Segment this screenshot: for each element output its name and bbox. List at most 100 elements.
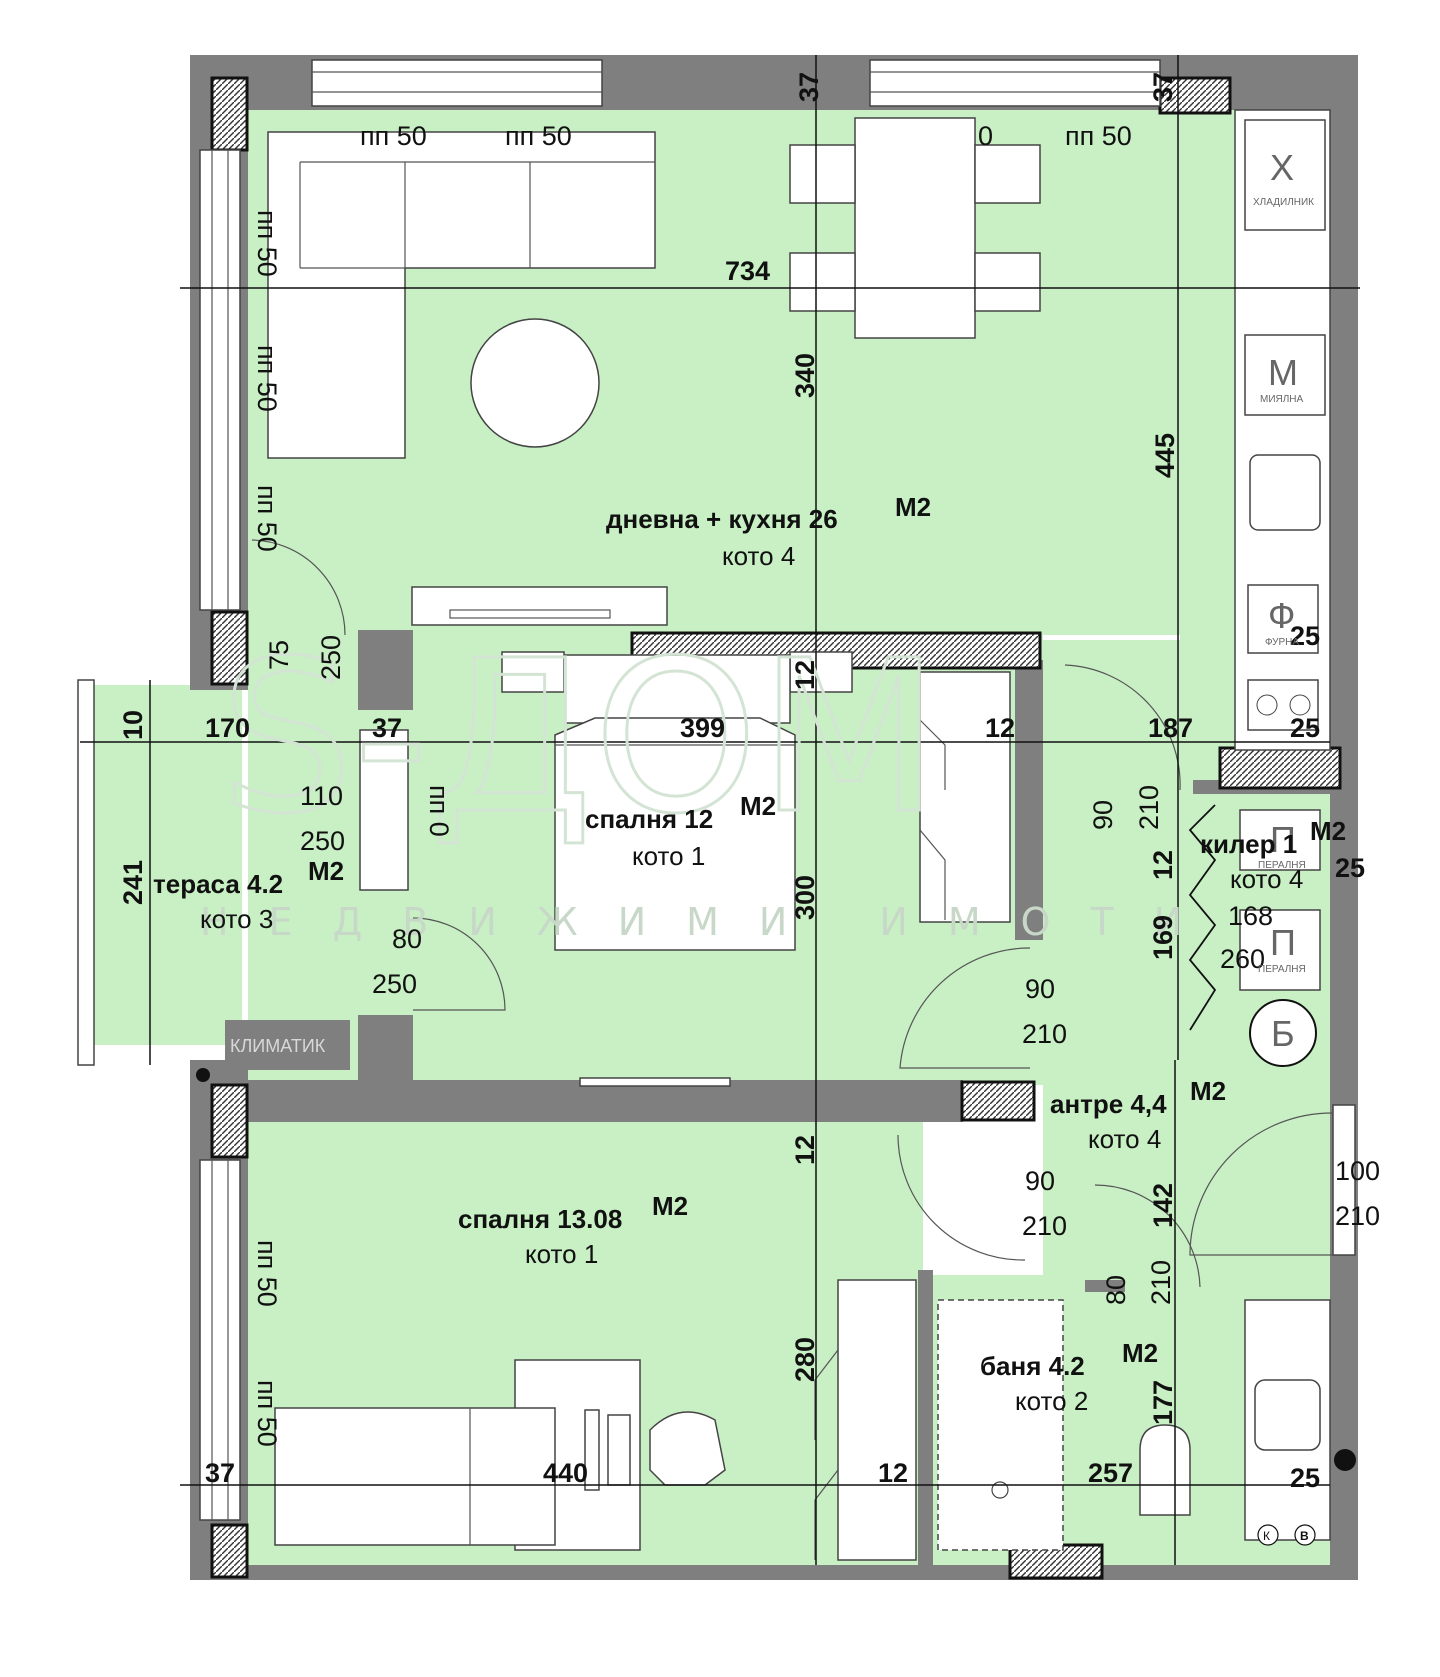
terrace-win-height: 250 <box>300 826 345 856</box>
kitchen-door-height: 210 <box>1134 785 1164 830</box>
column-mid-left <box>210 610 249 686</box>
wardrobe-1 <box>919 671 1011 923</box>
dining-table <box>854 117 976 339</box>
dim-wall-12-lower: 12 <box>790 1135 820 1165</box>
room-terrace-level: кото 3 <box>200 904 273 934</box>
room-pantry-name: килер 1 <box>1200 829 1297 859</box>
headboard <box>564 654 791 724</box>
room-bath-name: баня 4.2 <box>980 1351 1085 1381</box>
fridge-label: ХЛАДИЛНИК <box>1253 197 1314 208</box>
terrace-window <box>359 729 409 891</box>
floor-hall2 <box>1043 1080 1353 1280</box>
tap-k-label: К <box>1263 1529 1270 1543</box>
bath-door-width: 80 <box>1101 1275 1131 1305</box>
dryer-label: ПЕРАЛНЯ <box>1258 964 1306 975</box>
bedroom2-door-width: 90 <box>1025 1166 1055 1196</box>
wall-interior-3 <box>248 1080 963 1122</box>
dim-wall-mid-top: 12 <box>790 660 820 690</box>
washer-label: ПЕРАЛНЯ <box>1258 860 1306 871</box>
dishwasher-box <box>1244 334 1326 416</box>
terrace-win-width: 110 <box>300 781 343 811</box>
dryer-box <box>1239 909 1321 991</box>
tv-stand <box>411 586 668 626</box>
terrace-railing <box>77 679 95 1066</box>
washer-icon: П <box>1270 819 1296 860</box>
room-bedroom1-level: кото 1 <box>632 841 705 871</box>
column-shaft <box>1218 746 1342 790</box>
dim-hall-depth: 142 <box>1148 1183 1178 1228</box>
bed-2 <box>274 1407 556 1546</box>
room-bath-unit: M2 <box>1122 1338 1158 1368</box>
room-pantry-unit: M2 <box>1310 816 1346 846</box>
chair-1 <box>789 144 856 204</box>
dim-wall-25-c: 25 <box>1335 853 1365 883</box>
window-note-top-4: пп 50 <box>1065 121 1132 151</box>
furniture <box>196 109 1356 1561</box>
column-top-right <box>1158 76 1232 115</box>
chair-4 <box>974 252 1041 312</box>
dishwasher-icon: М <box>1268 352 1298 393</box>
dim-hall-width: 187 <box>1148 713 1193 743</box>
bedroom-door-height: 250 <box>372 969 417 999</box>
door-terrace <box>251 539 346 636</box>
window-note-bed2-2: пп 50 <box>252 1380 282 1447</box>
shower <box>937 1299 1064 1551</box>
window-note-left-1: пп 50 <box>252 210 282 277</box>
dim-wall-37-mid: 37 <box>372 713 402 743</box>
wall-interior-4 <box>1015 660 1043 940</box>
bath-window <box>1332 1104 1356 1256</box>
window-top-right <box>869 59 1161 107</box>
oven-label: ФУРНА <box>1265 637 1299 648</box>
dim-bedroom2-width: 440 <box>543 1458 588 1488</box>
pantry-door-width: 168 <box>1228 901 1273 931</box>
room-bath-level: кото 2 <box>1015 1386 1088 1416</box>
window-note-bed2-1: пп 50 <box>252 1240 282 1307</box>
oven-box <box>1247 584 1319 654</box>
bath-sink <box>1254 1379 1321 1451</box>
monitor <box>607 1414 631 1486</box>
door-hall <box>899 947 1031 1069</box>
column-hall <box>960 1080 1036 1122</box>
floor-terrace <box>92 685 242 1045</box>
wall-bottom <box>190 1565 1358 1580</box>
nightstand-1 <box>501 651 565 693</box>
door-pantry <box>1188 804 1217 1031</box>
bed-1 <box>554 717 796 951</box>
dim-top-wall-right: 37 <box>1148 72 1178 102</box>
wall-right <box>1330 55 1358 1580</box>
tv <box>579 1077 731 1087</box>
dim-bath-width: 257 <box>1088 1458 1133 1488</box>
drain-point-2 <box>1334 1449 1356 1471</box>
dim-terrace-wall: 10 <box>118 710 148 740</box>
room-bedroom1-unit: M2 <box>740 791 776 821</box>
toilet <box>1139 1424 1191 1516</box>
ac-unit <box>225 1020 350 1070</box>
fridge-icon: Х <box>1270 147 1294 188</box>
window-note-top-2: пп 50 <box>505 121 572 151</box>
windows <box>77 59 1356 1521</box>
window-top-left <box>311 59 603 107</box>
dryer-icon: П <box>1270 922 1296 963</box>
oven-icon: Ф <box>1268 595 1295 636</box>
dishwasher-label: МИЯЛНА <box>1260 394 1304 405</box>
room-hall-level: кото 4 <box>1088 1124 1161 1154</box>
fridge-box <box>1244 119 1326 231</box>
chair-3 <box>789 252 856 312</box>
dimension-lines <box>80 55 1360 1565</box>
nightstand-2 <box>789 651 853 693</box>
door-entry <box>1189 1112 1333 1256</box>
watermark-subtitle: НЕДВИЖИМИ ИМОТИ <box>200 900 1222 944</box>
room-terrace-unit: M2 <box>308 856 344 886</box>
room-terrace-name: тераса 4.2 <box>153 869 283 899</box>
window-note-left-2: пп 50 <box>252 345 282 412</box>
hall-door-width: 90 <box>1025 974 1055 1004</box>
chair-2 <box>974 144 1041 204</box>
tap-b-circle <box>1294 1524 1316 1546</box>
doors <box>251 539 1333 1288</box>
room-living-name: дневна + кухня 26 <box>606 504 838 534</box>
window-note-left-3: пп 50 <box>252 485 282 552</box>
dim-pantry-depth: 169 <box>1148 915 1178 960</box>
office-chair <box>649 1411 726 1486</box>
watermark-logo: S-ДОМ <box>220 615 940 860</box>
